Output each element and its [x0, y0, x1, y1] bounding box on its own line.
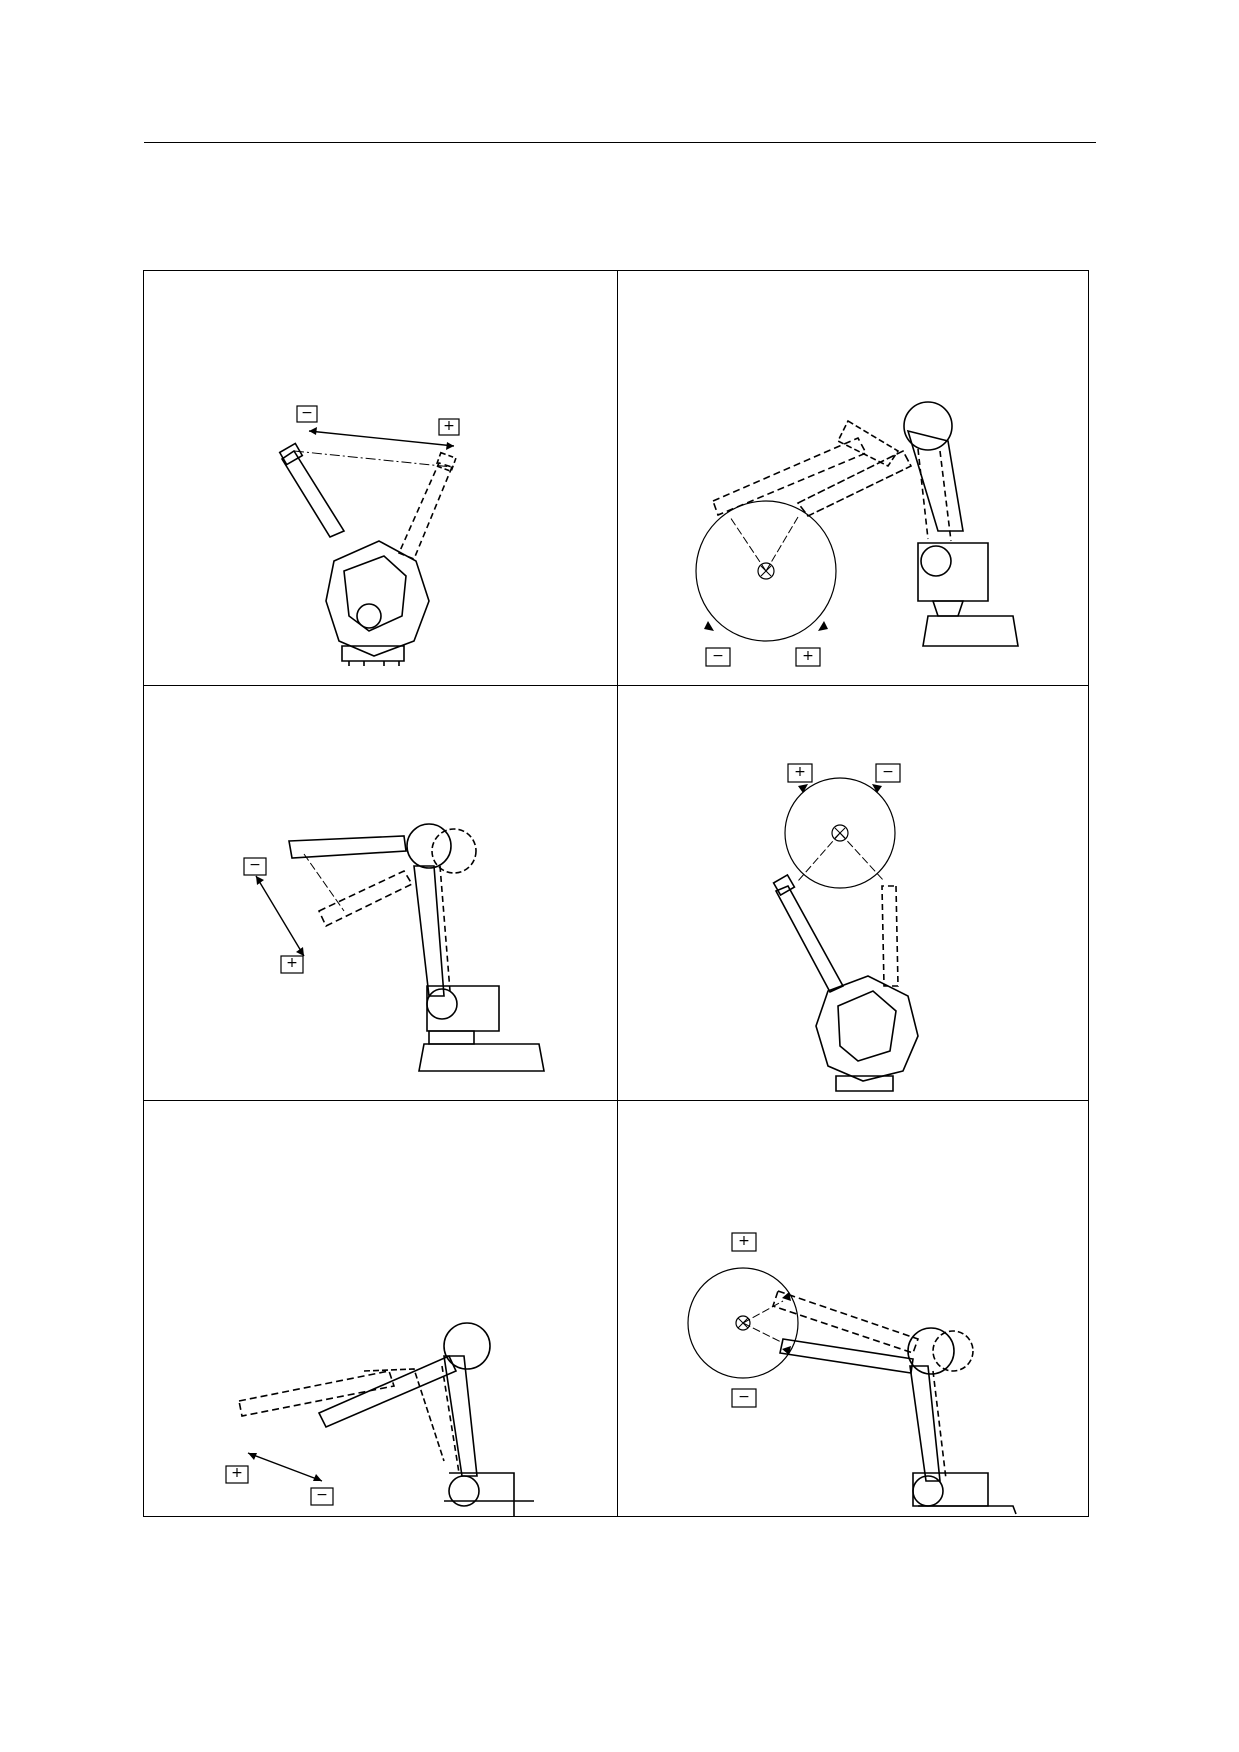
panel-1: − + [144, 271, 617, 685]
panel-3: − + [144, 686, 617, 1100]
plus-sign-box [280, 955, 304, 974]
plus-label: + [286, 955, 298, 971]
robot-front-view-drawing [278, 405, 460, 666]
plus-sign-box [795, 647, 821, 667]
table-row-divider-1 [144, 685, 1088, 686]
panel-4: + − [618, 686, 1090, 1100]
plus-sign-box [731, 1232, 757, 1252]
page-header-rule [144, 142, 1096, 143]
robot-side-view-drawing [243, 823, 545, 1072]
panel-2: − + [618, 271, 1090, 685]
plus-sign-box [225, 1465, 249, 1484]
minus-label: − [882, 764, 894, 780]
plus-label: + [794, 764, 806, 780]
minus-label: − [249, 857, 261, 873]
robot-side-view-drawing [225, 1322, 534, 1516]
robot-side-view-drawing [687, 1232, 1017, 1515]
axis-motion-table: − + [143, 270, 1089, 1517]
plus-label: + [738, 1233, 750, 1249]
minus-sign-box [705, 647, 731, 667]
minus-label: − [301, 405, 313, 421]
table-row-divider-2 [144, 1100, 1088, 1101]
minus-sign-box [296, 405, 318, 423]
minus-label: − [738, 1389, 750, 1405]
plus-label: + [802, 648, 814, 664]
minus-label: − [316, 1487, 328, 1503]
minus-sign-box [875, 763, 901, 783]
plus-sign-box [438, 418, 460, 436]
plus-sign-box [787, 763, 813, 783]
minus-label: − [712, 648, 724, 664]
robot-side-view-drawing [695, 401, 1019, 667]
minus-sign-box [310, 1487, 334, 1506]
panel-5: + − [144, 1101, 617, 1516]
robot-front-view-drawing [772, 763, 919, 1092]
plus-label: + [443, 418, 455, 434]
panel-6: + − [618, 1101, 1090, 1516]
minus-sign-box [243, 857, 267, 876]
minus-sign-box [731, 1388, 757, 1408]
table-column-divider [617, 271, 618, 1516]
plus-label: + [231, 1465, 243, 1481]
